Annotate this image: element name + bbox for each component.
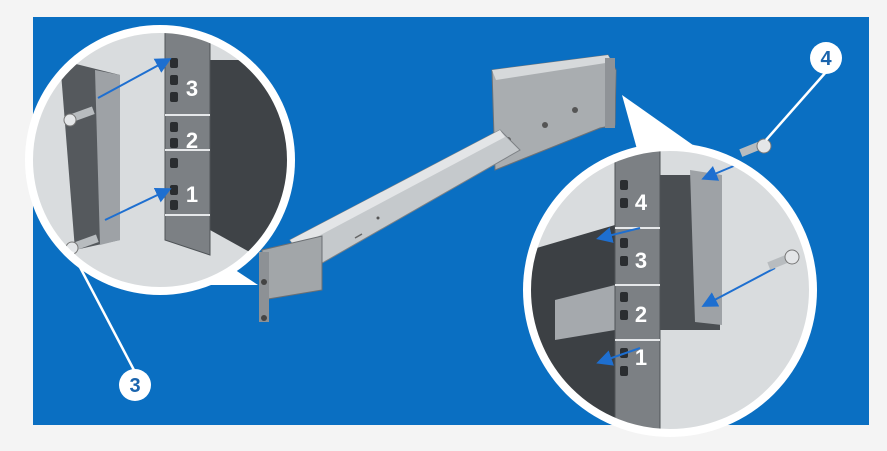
left-post-number-2: 2 — [186, 128, 198, 153]
rail-front-plate — [259, 252, 269, 322]
right-post-number-4: 4 — [635, 190, 648, 215]
rail-rear-slot — [542, 122, 548, 128]
rail-rear-slot — [572, 107, 578, 113]
right-post-number-3: 3 — [635, 248, 647, 273]
rail-rear-plate — [605, 58, 615, 128]
right-post-number-2: 2 — [635, 302, 647, 327]
left-post-number-3: 3 — [186, 76, 198, 101]
left-post-number-1: 1 — [186, 182, 198, 207]
callout-3-label: 3 — [129, 375, 140, 397]
callout-4-label: 4 — [820, 48, 832, 70]
